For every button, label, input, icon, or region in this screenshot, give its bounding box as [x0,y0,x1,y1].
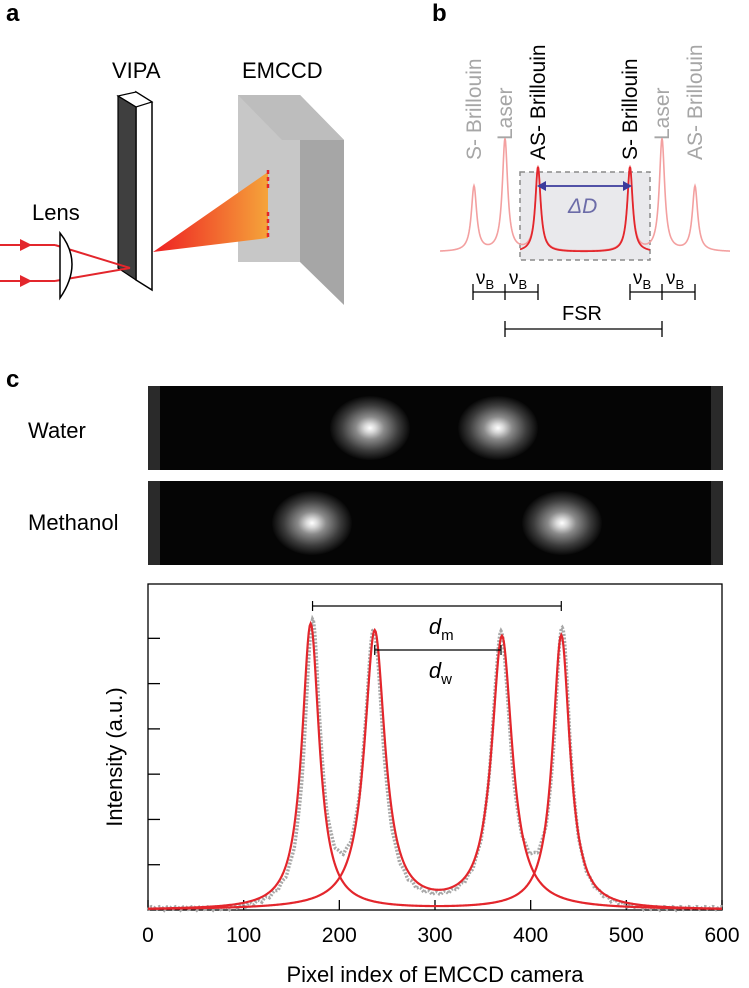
y-ticks [148,637,160,866]
measured-series-2 [146,614,723,913]
fit-series-0 [147,620,723,910]
panel-letter-b: b [432,0,447,27]
water-spot-right [458,396,538,460]
x-tick-label: 200 [322,924,357,947]
svg-text:νB: νB [633,268,651,292]
vipa-plate [135,90,153,292]
annotations: dm dw [311,601,562,688]
intensity-chart: 0 100 200 300 400 500 600 dm dw Pixel index of … [102,583,740,987]
fsr-label: FSR [562,303,602,325]
water-camera-image [148,386,723,470]
fit-series-1 [147,627,723,910]
emccd-label: EMCCD [242,58,323,83]
x-tick-label: 300 [417,924,452,947]
emccd-top [238,95,344,140]
series-group [146,614,723,913]
water-spot-left [330,396,410,460]
panel-b-spectrum: S- Brillouin Laser AS- Brillouin S- Brillou… [440,44,731,337]
nu-b-arrows [472,284,696,337]
x-tick-label: 100 [226,924,261,947]
methanol-spot-right [522,491,602,555]
d-m-label: dm [429,614,454,644]
x-tick-label: 500 [609,924,644,947]
methanol-camera-image [148,481,723,565]
peak-label-3: S- Brillouin [619,58,642,160]
svg-text:νB: νB [509,268,527,292]
panel-a-setup-diagram [0,90,344,305]
delta-d-label: ΔD [567,195,597,218]
water-label: Water [28,418,86,443]
peak-label-2: AS- Brillouin [527,44,550,160]
panel-letter-a: a [6,0,20,27]
beam-arrow-2 [20,275,32,287]
d-w-label: dw [429,658,452,688]
methanol-spot-left [272,491,352,555]
methanol-label: Methanol [28,510,119,535]
peak-label-4: Laser [651,87,674,140]
svg-text:νB: νB [666,268,684,292]
x-tick-label: 400 [513,924,548,947]
panel-letter-c: c [6,366,20,393]
peak-label-0: S- Brillouin [463,58,486,160]
x-ticks: 0 100 200 300 400 500 600 [142,900,740,947]
vipa-label: VIPA [112,58,161,83]
peak-label-5: AS- Brillouin [684,44,707,160]
svg-text:νB: νB [476,268,494,292]
x-tick-label: 600 [704,924,739,947]
x-tick-label: 0 [142,924,154,947]
y-axis-label: Intensity (a.u.) [102,687,127,826]
emccd-side [300,95,344,305]
beam-arrow-1 [20,239,32,251]
x-axis-label: Pixel index of EMCCD camera [286,962,584,987]
peak-label-1: Laser [494,87,517,140]
dispersion-cone [153,172,268,252]
lens-shape [59,230,73,301]
lens-label: Lens [32,200,80,225]
nu-b-labels: νB νB νB νB [476,268,684,292]
